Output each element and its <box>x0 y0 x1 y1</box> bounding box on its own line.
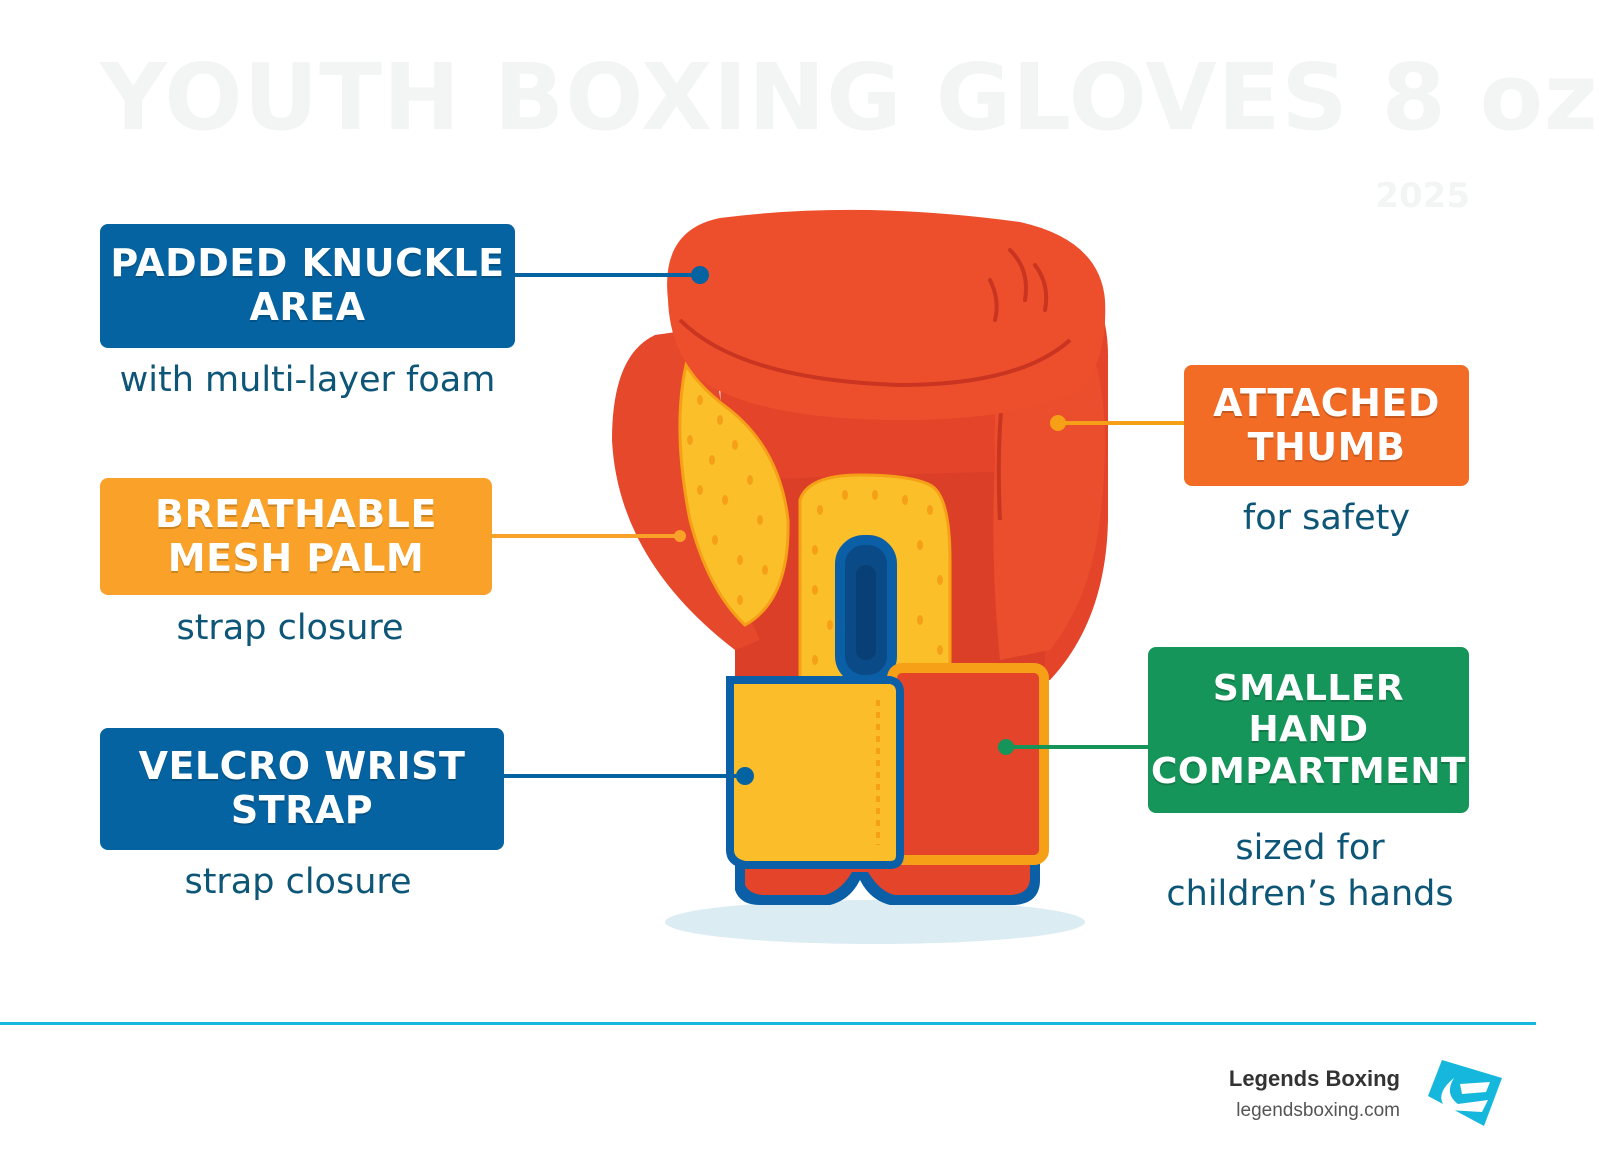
brand-url[interactable]: legendsboxing.com <box>1236 1100 1400 1121</box>
callout-attached-thumb: ATTACHED THUMB <box>1184 365 1469 486</box>
callout-hand-compartment-label: SMALLER HAND COMPARTMENT <box>1150 667 1467 792</box>
callout-hand-compartment-note: sized for children’s hands <box>1166 828 1454 914</box>
callout-padded-knuckle-note: with multi-layer foam <box>119 360 496 400</box>
callout-hand-compartment: SMALLER HAND COMPARTMENT <box>1148 647 1469 813</box>
callout-mesh-palm-note: strap closure <box>176 608 404 648</box>
cuff-right-panel <box>887 663 1049 865</box>
footer-divider <box>0 1022 1536 1025</box>
callout-padded-knuckle-label: PADDED KNUCKLE AREA <box>110 241 505 329</box>
boxing-glove-illustration <box>490 209 1186 944</box>
knuckle-wrinkles <box>988 248 1049 322</box>
velcro-strap <box>726 676 904 869</box>
callout-attached-thumb-label: ATTACHED THUMB <box>1213 380 1440 469</box>
callout-mesh-palm-label: BREATHABLE MESH PALM <box>155 491 437 580</box>
brand-name[interactable]: Legends Boxing <box>1228 1066 1400 1091</box>
legends-logo-icon[interactable] <box>1424 1056 1504 1128</box>
callout-velcro-strap-note: strap closure <box>184 862 412 902</box>
callout-mesh-palm: BREATHABLE MESH PALM <box>100 478 492 595</box>
glove-shadow <box>665 900 1085 944</box>
mesh-dots <box>687 395 943 665</box>
callout-velcro-strap: VELCRO WRIST STRAP <box>100 728 504 850</box>
callout-padded-knuckle: PADDED KNUCKLE AREA <box>100 224 515 348</box>
infographic-year: 2025 <box>1375 176 1470 216</box>
infographic-title: YOUTH BOXING GLOVES 8 oz <box>100 44 1599 151</box>
mesh-panel-left <box>678 361 790 627</box>
callout-velcro-strap-label: VELCRO WRIST STRAP <box>138 744 466 832</box>
knuckle-crease <box>678 318 1072 388</box>
glove-thumb <box>993 333 1105 660</box>
callout-attached-thumb-note: for safety <box>1242 498 1411 538</box>
callout-connectors <box>490 266 1186 785</box>
glove-knuckle-dome <box>667 209 1106 420</box>
